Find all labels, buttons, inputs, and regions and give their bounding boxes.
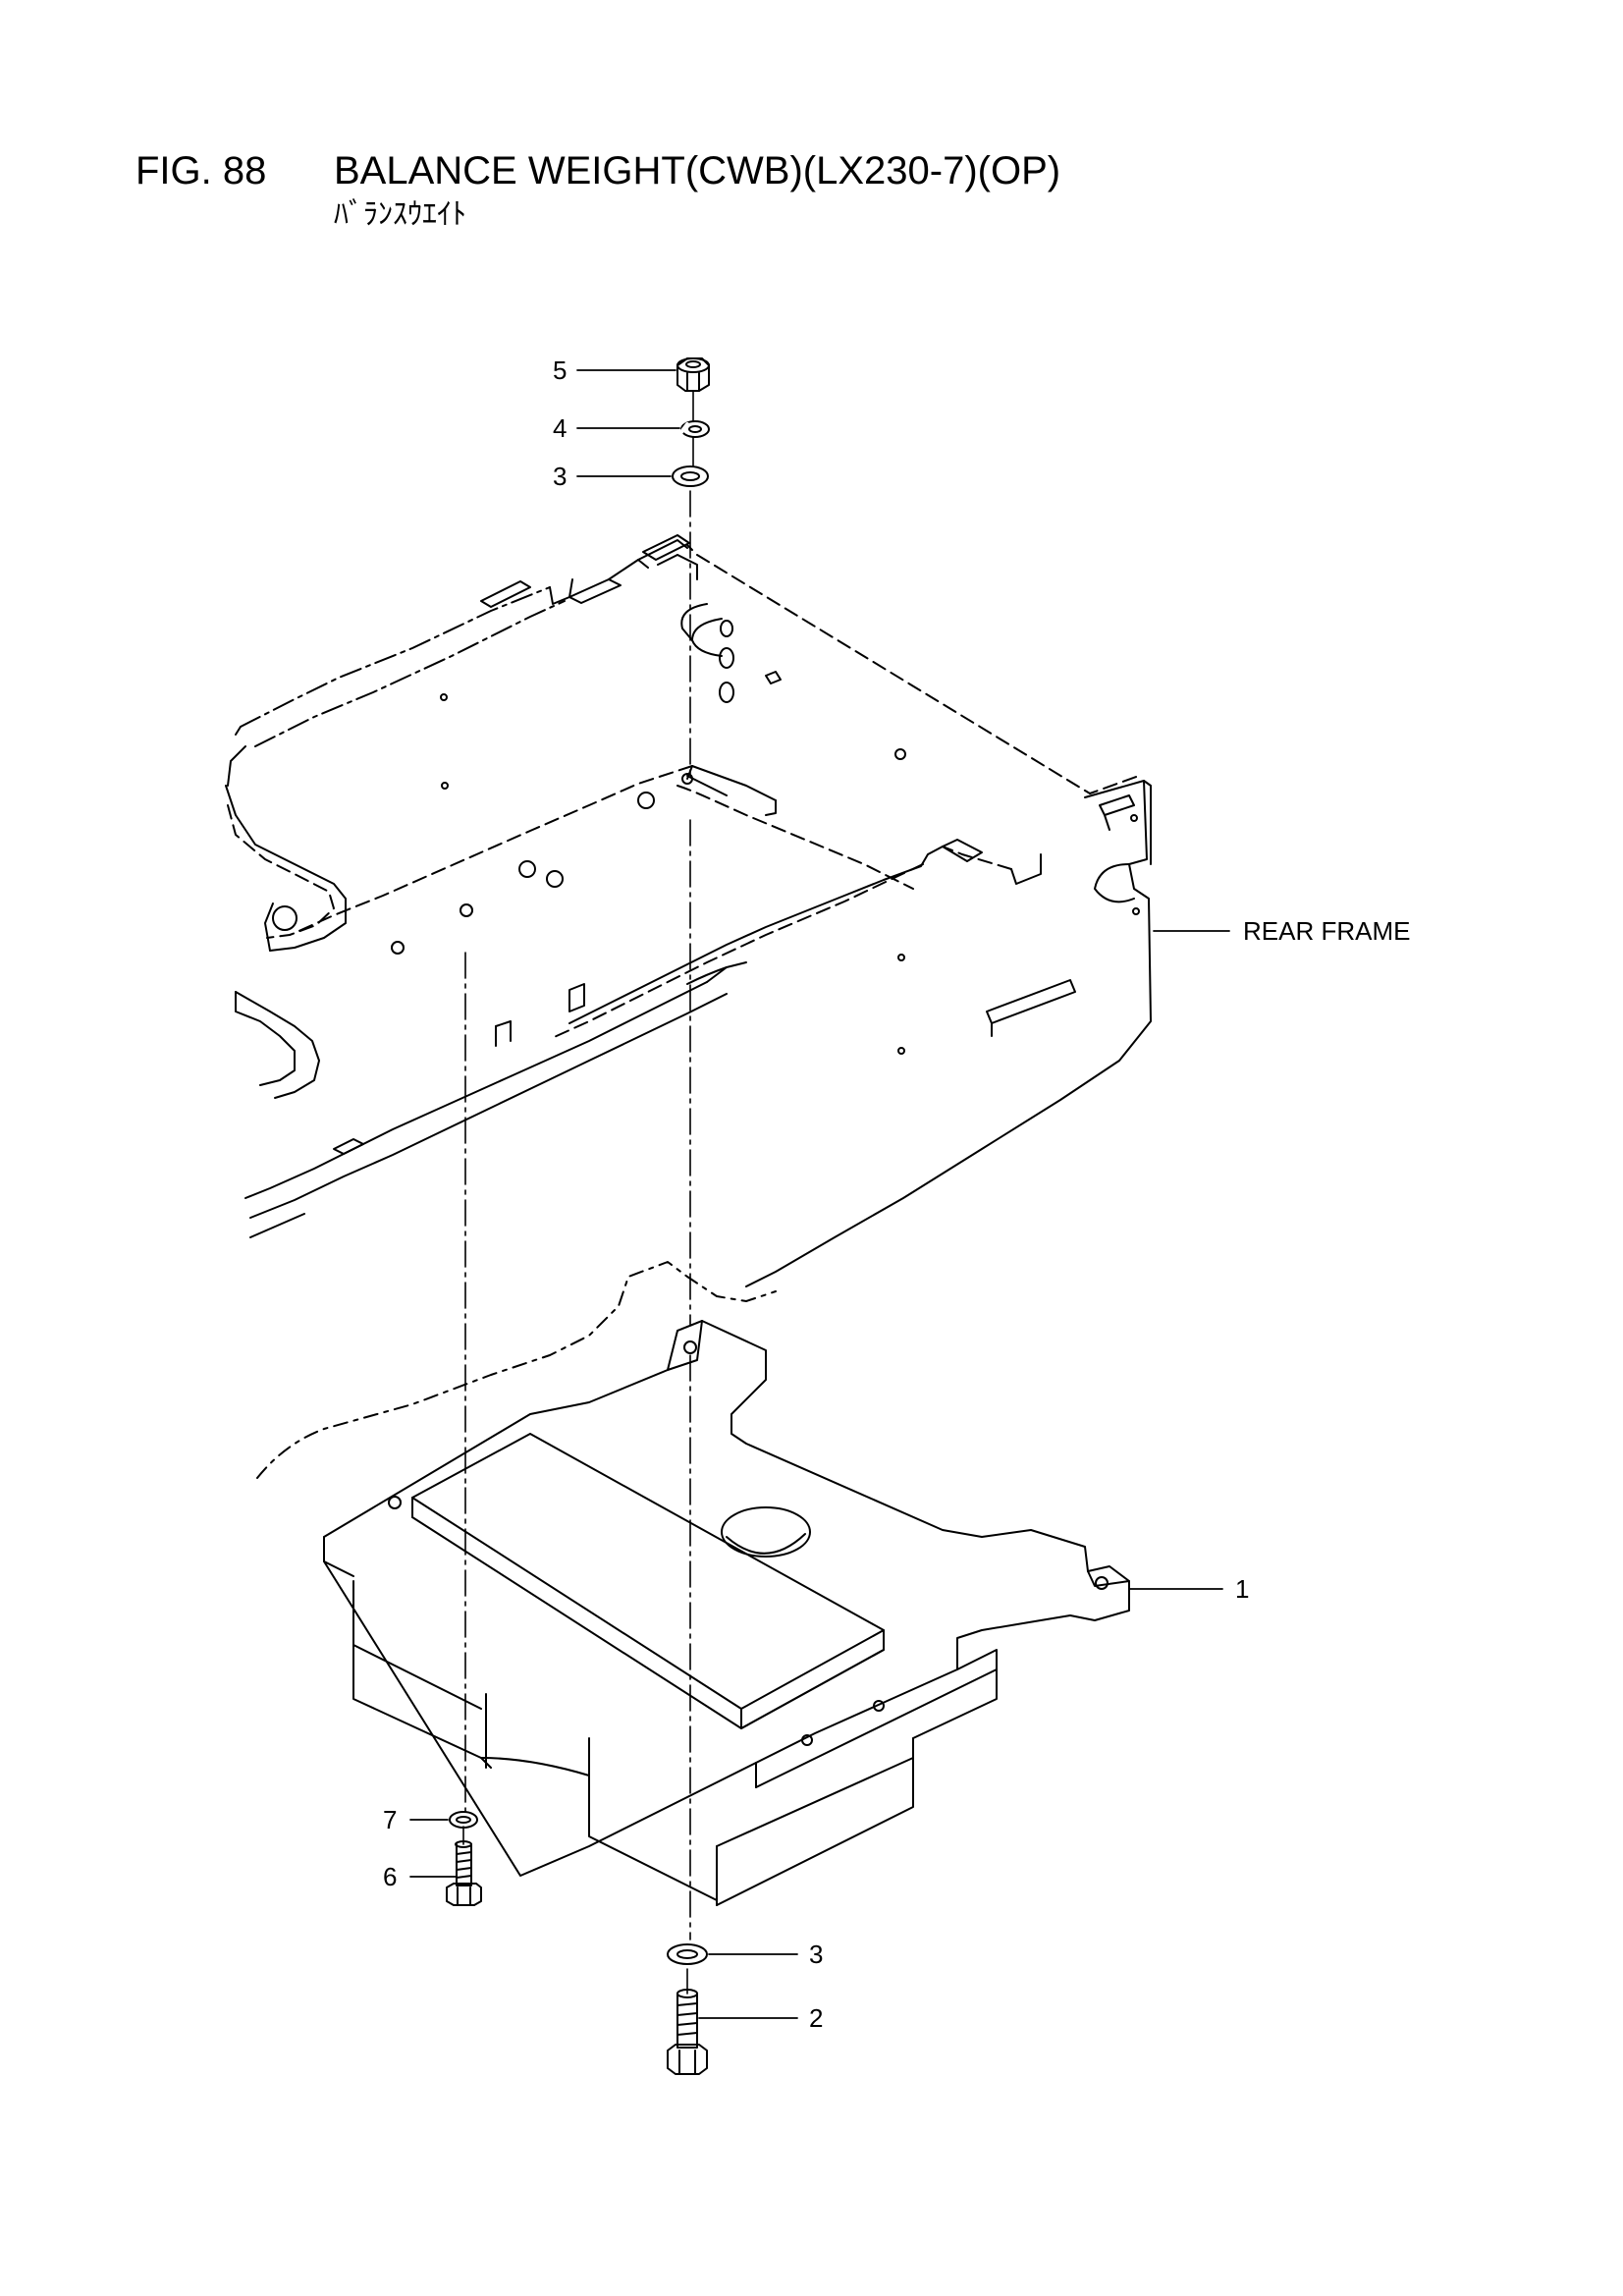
- assembly-centerlines: [462, 390, 694, 1995]
- callout-6: 6: [383, 1862, 397, 1891]
- callout-7: 7: [383, 1805, 397, 1834]
- callout-1: 1: [1235, 1574, 1249, 1604]
- figure-title: BALANCE WEIGHT(CWB)(LX230-7)(OP): [334, 149, 1061, 192]
- rear-frame: [225, 534, 1152, 1287]
- callout-3-top: 3: [553, 462, 567, 491]
- callout-2: 2: [809, 2003, 823, 2033]
- washer-top-part: [672, 465, 709, 487]
- figure-subtitle-japanese: ﾊﾞﾗﾝｽｳｴｲﾄ: [334, 197, 466, 232]
- callout-leaders: [409, 369, 1230, 2019]
- callout-labels: 5 4 3 1 7 6 3 2 REAR FRAME: [383, 355, 1410, 2033]
- callout-4: 4: [553, 413, 567, 443]
- bolt-large-part: [667, 1989, 708, 2075]
- washer-bottom-part: [667, 1943, 708, 1965]
- rear-frame-top-left-edge: [240, 586, 551, 728]
- callout-3-bottom: 3: [809, 1940, 823, 1969]
- rear-frame-side-plate: [745, 780, 1152, 1287]
- rear-frame-top-left-edge-2: [254, 600, 566, 747]
- callout-5: 5: [553, 355, 567, 385]
- bolt-small-part: [446, 1840, 482, 1906]
- balance-weight-top-plate: [323, 1320, 1130, 1877]
- figure-number: FIG. 88: [135, 149, 267, 192]
- rear-frame-label: REAR FRAME: [1243, 916, 1410, 946]
- balance-weight: [256, 1261, 1130, 1906]
- spring-washer-part: [679, 420, 710, 438]
- nut-part: [676, 357, 710, 392]
- rear-frame-top-edge: [696, 554, 1140, 794]
- washer-small-part: [449, 1811, 478, 1829]
- rear-frame-lower-edge: [942, 846, 1012, 870]
- balance-weight-raised-block: [411, 1433, 885, 1729]
